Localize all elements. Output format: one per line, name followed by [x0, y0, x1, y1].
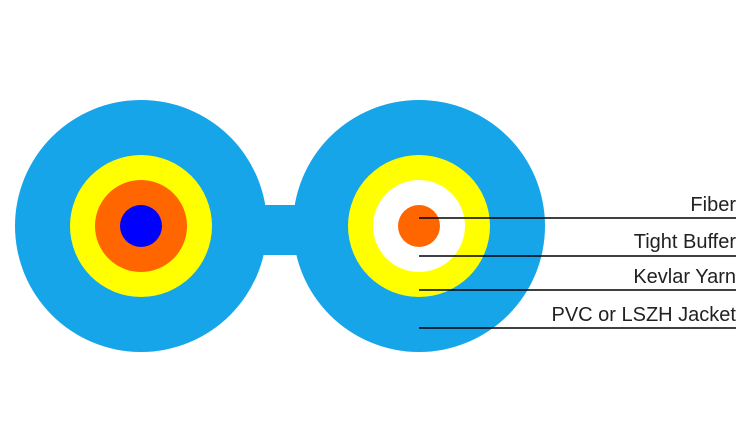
label-tight-buffer: Tight Buffer: [634, 231, 737, 253]
fiber-core-right: [398, 205, 440, 247]
callout-labels: Fiber Tight Buffer Kevlar Yarn PVC or LS…: [551, 194, 736, 326]
fiber-unit-left: [70, 155, 212, 297]
fiber-unit-right: [348, 155, 490, 297]
callout-lines: [419, 217, 736, 329]
fiber-core-left: [120, 205, 162, 247]
jacket-bridge: [255, 205, 305, 255]
label-jacket: PVC or LSZH Jacket: [551, 304, 736, 326]
label-kevlar-yarn: Kevlar Yarn: [633, 266, 736, 288]
label-fiber: Fiber: [690, 194, 736, 216]
